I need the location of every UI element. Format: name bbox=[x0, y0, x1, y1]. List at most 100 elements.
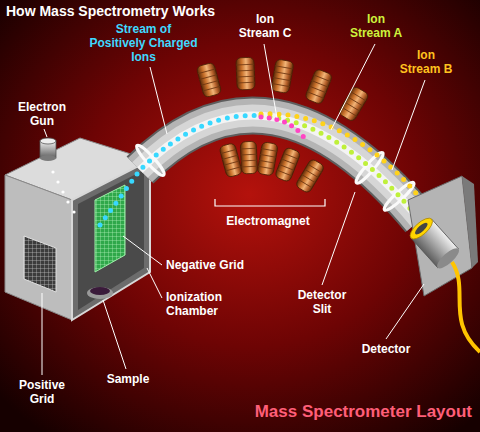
electromagnet-coils-lower-part-part bbox=[274, 147, 301, 183]
flight-tube-part bbox=[140, 115, 420, 220]
electromagnet-coils-lower-part bbox=[274, 147, 301, 183]
electromagnet-coils-lower-part bbox=[295, 158, 325, 194]
detector-cable bbox=[452, 262, 480, 352]
electromagnet-coils-lower-part-part bbox=[221, 149, 241, 171]
part-label: Detector Slit bbox=[292, 288, 352, 316]
ionization-chamber-box bbox=[5, 138, 150, 320]
electromagnet-coils-upper-part bbox=[236, 57, 255, 90]
leader-lines-part bbox=[44, 129, 47, 137]
leader-lines-part bbox=[123, 236, 162, 265]
positive-grid-part bbox=[24, 236, 56, 292]
electromagnet-bracket bbox=[215, 199, 325, 206]
electromagnet-coils-lower-part-part bbox=[240, 141, 257, 174]
ion-streams-part bbox=[261, 117, 305, 139]
diagram-caption: Mass Spectrometer Layout bbox=[220, 402, 472, 422]
leader-lines-part bbox=[264, 44, 277, 118]
diagram-title: How Mass Spectrometry Works bbox=[6, 3, 286, 19]
electron-dots bbox=[51, 170, 75, 213]
detector bbox=[407, 215, 462, 272]
ion-beam-label: Stream of Positively Charged Ions bbox=[88, 22, 199, 64]
title-slot: How Mass Spectrometry Works bbox=[6, 3, 286, 19]
electromagnet-coils-upper-part-part bbox=[272, 66, 293, 87]
part-label: Positive Grid bbox=[12, 378, 72, 406]
flight-tube bbox=[140, 115, 420, 220]
label-slot: Electromagnet bbox=[206, 214, 330, 228]
leader-lines-part bbox=[42, 293, 43, 375]
electromagnet-coils-upper-part-part bbox=[196, 62, 222, 98]
part-label: Electron Gun bbox=[12, 100, 72, 128]
part-label: Ionization Chamber bbox=[166, 290, 250, 318]
electromagnet-coils-upper-part-part bbox=[236, 57, 255, 90]
label-slot: Electron Gun bbox=[12, 100, 72, 128]
sample-part bbox=[90, 287, 110, 295]
label-slot: Sample bbox=[98, 372, 158, 386]
part-label: Negative Grid bbox=[166, 258, 266, 272]
electromagnet-coils-upper-part bbox=[271, 59, 294, 94]
electron-gun-part bbox=[40, 155, 56, 161]
leader-lines-part bbox=[147, 268, 162, 298]
positive-grid bbox=[24, 236, 56, 292]
electron-dots-part bbox=[51, 170, 54, 173]
ion-stream-label: Ion Stream C bbox=[237, 12, 293, 40]
ion-streams-part bbox=[261, 114, 426, 205]
electromagnet-coils-upper-part-part bbox=[307, 75, 330, 98]
ion-streams bbox=[100, 114, 426, 225]
electromagnet-coils-upper-part-part bbox=[271, 59, 294, 94]
label-slot: Detector bbox=[354, 342, 418, 356]
label-slot: Ion Stream C bbox=[237, 12, 293, 40]
electron-dots-part bbox=[56, 180, 59, 183]
leader-lines-part bbox=[386, 284, 424, 339]
detector-part bbox=[407, 215, 436, 243]
label-slot: Negative Grid bbox=[166, 258, 266, 272]
leader-lines-part bbox=[150, 67, 167, 134]
electromagnet-coils-lower-part-part bbox=[277, 153, 298, 176]
ion-stream-label: Ion Stream A bbox=[348, 12, 404, 40]
electron-dots-part bbox=[66, 200, 69, 203]
flight-tube-part bbox=[140, 115, 420, 220]
electromagnet-coils-lower-part-part bbox=[295, 158, 325, 194]
leader-lines-part bbox=[103, 300, 126, 369]
label-slot: Stream of Positively Charged Ions bbox=[88, 22, 199, 64]
electromagnet-coils-upper-part bbox=[338, 86, 370, 123]
label-slot: Positive Grid bbox=[12, 378, 72, 406]
detector-part bbox=[434, 245, 461, 271]
electromagnet-coils-upper-part-part bbox=[198, 69, 220, 91]
ionization-chamber-box-part bbox=[78, 170, 144, 310]
ion-streams-part bbox=[100, 116, 261, 225]
electron-dots-part bbox=[72, 210, 75, 213]
electromagnet-coils-upper-part-part bbox=[236, 64, 255, 83]
electromagnet-coils-lower bbox=[219, 141, 325, 194]
part-label: Sample bbox=[98, 372, 158, 386]
electron-gun bbox=[40, 138, 56, 161]
leader-lines-part bbox=[331, 44, 375, 130]
sample bbox=[87, 287, 113, 299]
electromagnet-coils-lower-part-part bbox=[219, 143, 243, 178]
part-label: Electromagnet bbox=[206, 214, 330, 228]
electromagnet-coils-lower-part bbox=[240, 141, 257, 174]
label-slot: Detector Slit bbox=[292, 288, 352, 316]
electromagnet-coils-upper-part-part bbox=[338, 86, 370, 123]
electromagnet-coils-lower-part-part bbox=[258, 149, 277, 170]
electromagnet-coils-lower-part bbox=[219, 143, 243, 178]
electron-dots-part bbox=[61, 190, 64, 193]
caption-slot: Mass Spectrometer Layout bbox=[220, 402, 472, 422]
ionization-chamber-box-part bbox=[72, 160, 150, 320]
electromagnet-coils-upper-part bbox=[304, 68, 332, 104]
electromagnet-coils-upper-part-part bbox=[304, 68, 332, 104]
electromagnet-coils-lower-part-part bbox=[241, 148, 258, 167]
label-slot: Ionization Chamber bbox=[166, 290, 250, 318]
sample-part bbox=[87, 287, 113, 299]
electromagnet-coils-lower-part-part bbox=[257, 142, 278, 176]
electromagnet-coils-lower-part-part bbox=[299, 164, 322, 188]
ion-stream-label: Ion Stream B bbox=[398, 48, 454, 76]
leader-lines-part bbox=[322, 192, 355, 285]
electron-gun-part bbox=[40, 138, 56, 144]
electromagnet-coils-upper-part bbox=[196, 62, 222, 98]
label-slot: Ion Stream B bbox=[398, 48, 454, 76]
flight-tube-part bbox=[140, 115, 420, 220]
detector-part bbox=[413, 221, 429, 236]
ionization-chamber-box-part bbox=[5, 175, 72, 320]
leader-lines bbox=[42, 44, 425, 375]
